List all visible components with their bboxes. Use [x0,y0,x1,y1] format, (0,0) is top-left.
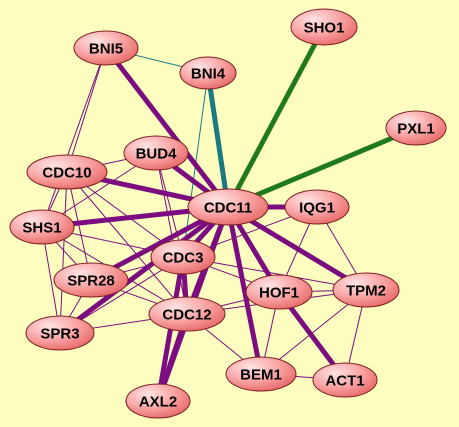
node-label: BNI4 [191,66,226,83]
node-label: TPM2 [346,283,386,300]
node-hof1[interactable]: HOF1 [245,274,313,310]
node-label: SPR28 [67,273,115,290]
node-ellipse [150,239,216,275]
node-label: BUD4 [136,146,177,163]
node-label: SHO1 [304,20,345,37]
node-cdc11[interactable]: CDC11 [187,188,269,226]
edge-bni5-shs1 [41,47,107,228]
edge-cdc10-cdc12 [66,171,188,315]
node-label: CDC11 [204,200,252,217]
node-label: CDC3 [163,250,204,267]
node-ellipse [332,272,400,308]
edge-bni5-cdc10 [66,47,107,173]
node-label: CDC10 [42,165,91,182]
edge-cdc10-spr3 [59,171,68,334]
node-ellipse [284,189,350,225]
node-ellipse [26,154,108,190]
edge-bud4-cdc12 [155,152,188,315]
node-label: SHS1 [22,220,61,237]
edge-bni5-cdc11 [103,45,231,210]
node-tpm2[interactable]: TPM2 [332,272,400,308]
node-ellipse [73,30,139,66]
node-ellipse [187,188,269,226]
node-pxl1[interactable]: PXL1 [385,110,447,146]
node-label: BEM1 [240,367,282,384]
node-ellipse [53,262,129,298]
node-ellipse [9,209,75,245]
node-spr3[interactable]: SPR3 [25,315,95,351]
node-ellipse [25,315,95,351]
node-bni4[interactable]: BNI4 [179,56,237,90]
node-ellipse [312,362,378,398]
node-label: HOF1 [259,285,299,302]
node-ellipse [290,8,358,46]
node-axl2[interactable]: AXL2 [125,383,191,419]
node-label: CDC12 [162,307,211,324]
node-ellipse [125,383,191,419]
node-bud4[interactable]: BUD4 [123,135,189,171]
node-label: SPR3 [40,326,79,343]
node-label: PXL1 [397,121,435,138]
edge-bni4-cdc11 [205,70,231,210]
node-sho1[interactable]: SHO1 [290,8,358,46]
edge-cdc10-spr28 [66,171,92,281]
node-label: AXL2 [139,394,177,411]
node-ellipse [123,135,189,171]
edge-sho1-cdc11 [225,24,327,210]
node-label: IQG1 [299,200,335,217]
node-ellipse [245,274,313,310]
node-ellipse [225,356,297,392]
node-label: BNI5 [89,41,123,58]
edge-pxl1-cdc11 [225,125,419,210]
edge-cdc11-bem1 [225,204,264,377]
edge-cdc11-spr3 [57,204,231,336]
node-ellipse [385,110,447,146]
node-cdc3[interactable]: CDC3 [150,239,216,275]
node-label: ACT1 [325,373,364,390]
node-shs1[interactable]: SHS1 [9,209,75,245]
node-act1[interactable]: ACT1 [312,362,378,398]
node-spr28[interactable]: SPR28 [53,262,129,298]
node-ellipse [179,56,237,90]
edge-shs1-spr3 [41,226,61,334]
node-bni5[interactable]: BNI5 [73,30,139,66]
node-iqg1[interactable]: IQG1 [284,189,350,225]
node-cdc10[interactable]: CDC10 [26,154,108,190]
node-bem1[interactable]: BEM1 [225,356,297,392]
node-cdc12[interactable]: CDC12 [148,296,226,332]
node-ellipse [148,296,226,332]
